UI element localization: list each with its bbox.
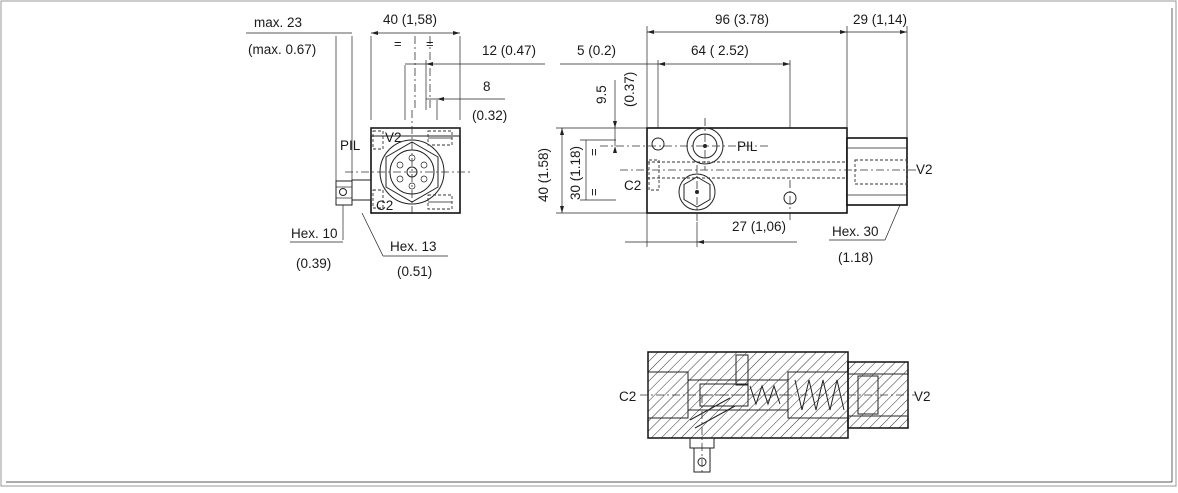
front-dim-40v: 40 (1.58) — [536, 148, 551, 202]
side-dim-12: 12 (0.47) — [482, 43, 536, 58]
side-dim-max23: max. 23 — [254, 15, 302, 30]
c2-port-hex — [683, 176, 711, 208]
front-hex30: Hex. 30 — [832, 224, 879, 239]
front-dim-29: 29 (1,14) — [853, 12, 907, 27]
side-dim-max067: (max. 0.67) — [248, 42, 316, 57]
front-label-c2: C2 — [624, 178, 641, 193]
side-dim-8: 8 — [483, 79, 491, 94]
side-hex10-in: (0.39) — [296, 256, 331, 271]
front-dim-95: 9.5 — [594, 85, 609, 104]
side-view: = = max. 23 (max. 0.67) 40 (1,58) 12 (0.… — [246, 12, 545, 279]
side-dim-032: (0.32) — [472, 108, 507, 123]
side-view-flange — [351, 179, 372, 201]
hex10-center — [339, 188, 347, 196]
side-label-pil: PIL — [340, 138, 361, 153]
side-hex10: Hex. 10 — [291, 226, 338, 241]
section-view: C2 V2 — [619, 351, 931, 475]
section-label-v2: V2 — [914, 389, 931, 404]
front-label-pil: PIL — [737, 139, 758, 154]
side-view-top-strip — [370, 127, 461, 137]
front-label-v2: V2 — [916, 162, 933, 177]
front-hex30-in: (1.18) — [838, 250, 873, 265]
section-label-c2: C2 — [619, 389, 636, 404]
front-view-hex30 — [846, 137, 908, 206]
front-dim-037: (0.37) — [622, 72, 637, 107]
side-hex13: Hex. 13 — [390, 239, 437, 254]
front-dim-96: 96 (3.78) — [715, 12, 769, 27]
front-dim-27: 27 (1,06) — [732, 219, 786, 234]
front-eq-1: = — [586, 148, 601, 156]
side-label-v2: V2 — [385, 130, 402, 145]
side-dim-40: 40 (1,58) — [383, 12, 437, 27]
side-label-c2: C2 — [376, 198, 393, 213]
side-hex13-in: (0.51) — [397, 264, 432, 279]
hex10-nut — [335, 180, 353, 206]
side-eq-right: = — [426, 36, 434, 51]
front-dim-5: 5 (0.2) — [577, 43, 616, 58]
side-eq-left: = — [394, 36, 402, 51]
front-dim-64: 64 ( 2.52) — [691, 43, 749, 58]
front-eq-2: = — [586, 188, 601, 196]
front-view: 96 (3.78) 29 (1,14) 5 (0.2) 64 ( 2.52) 9… — [536, 12, 933, 265]
front-dim-30v: 30 (1.18) — [568, 146, 583, 200]
